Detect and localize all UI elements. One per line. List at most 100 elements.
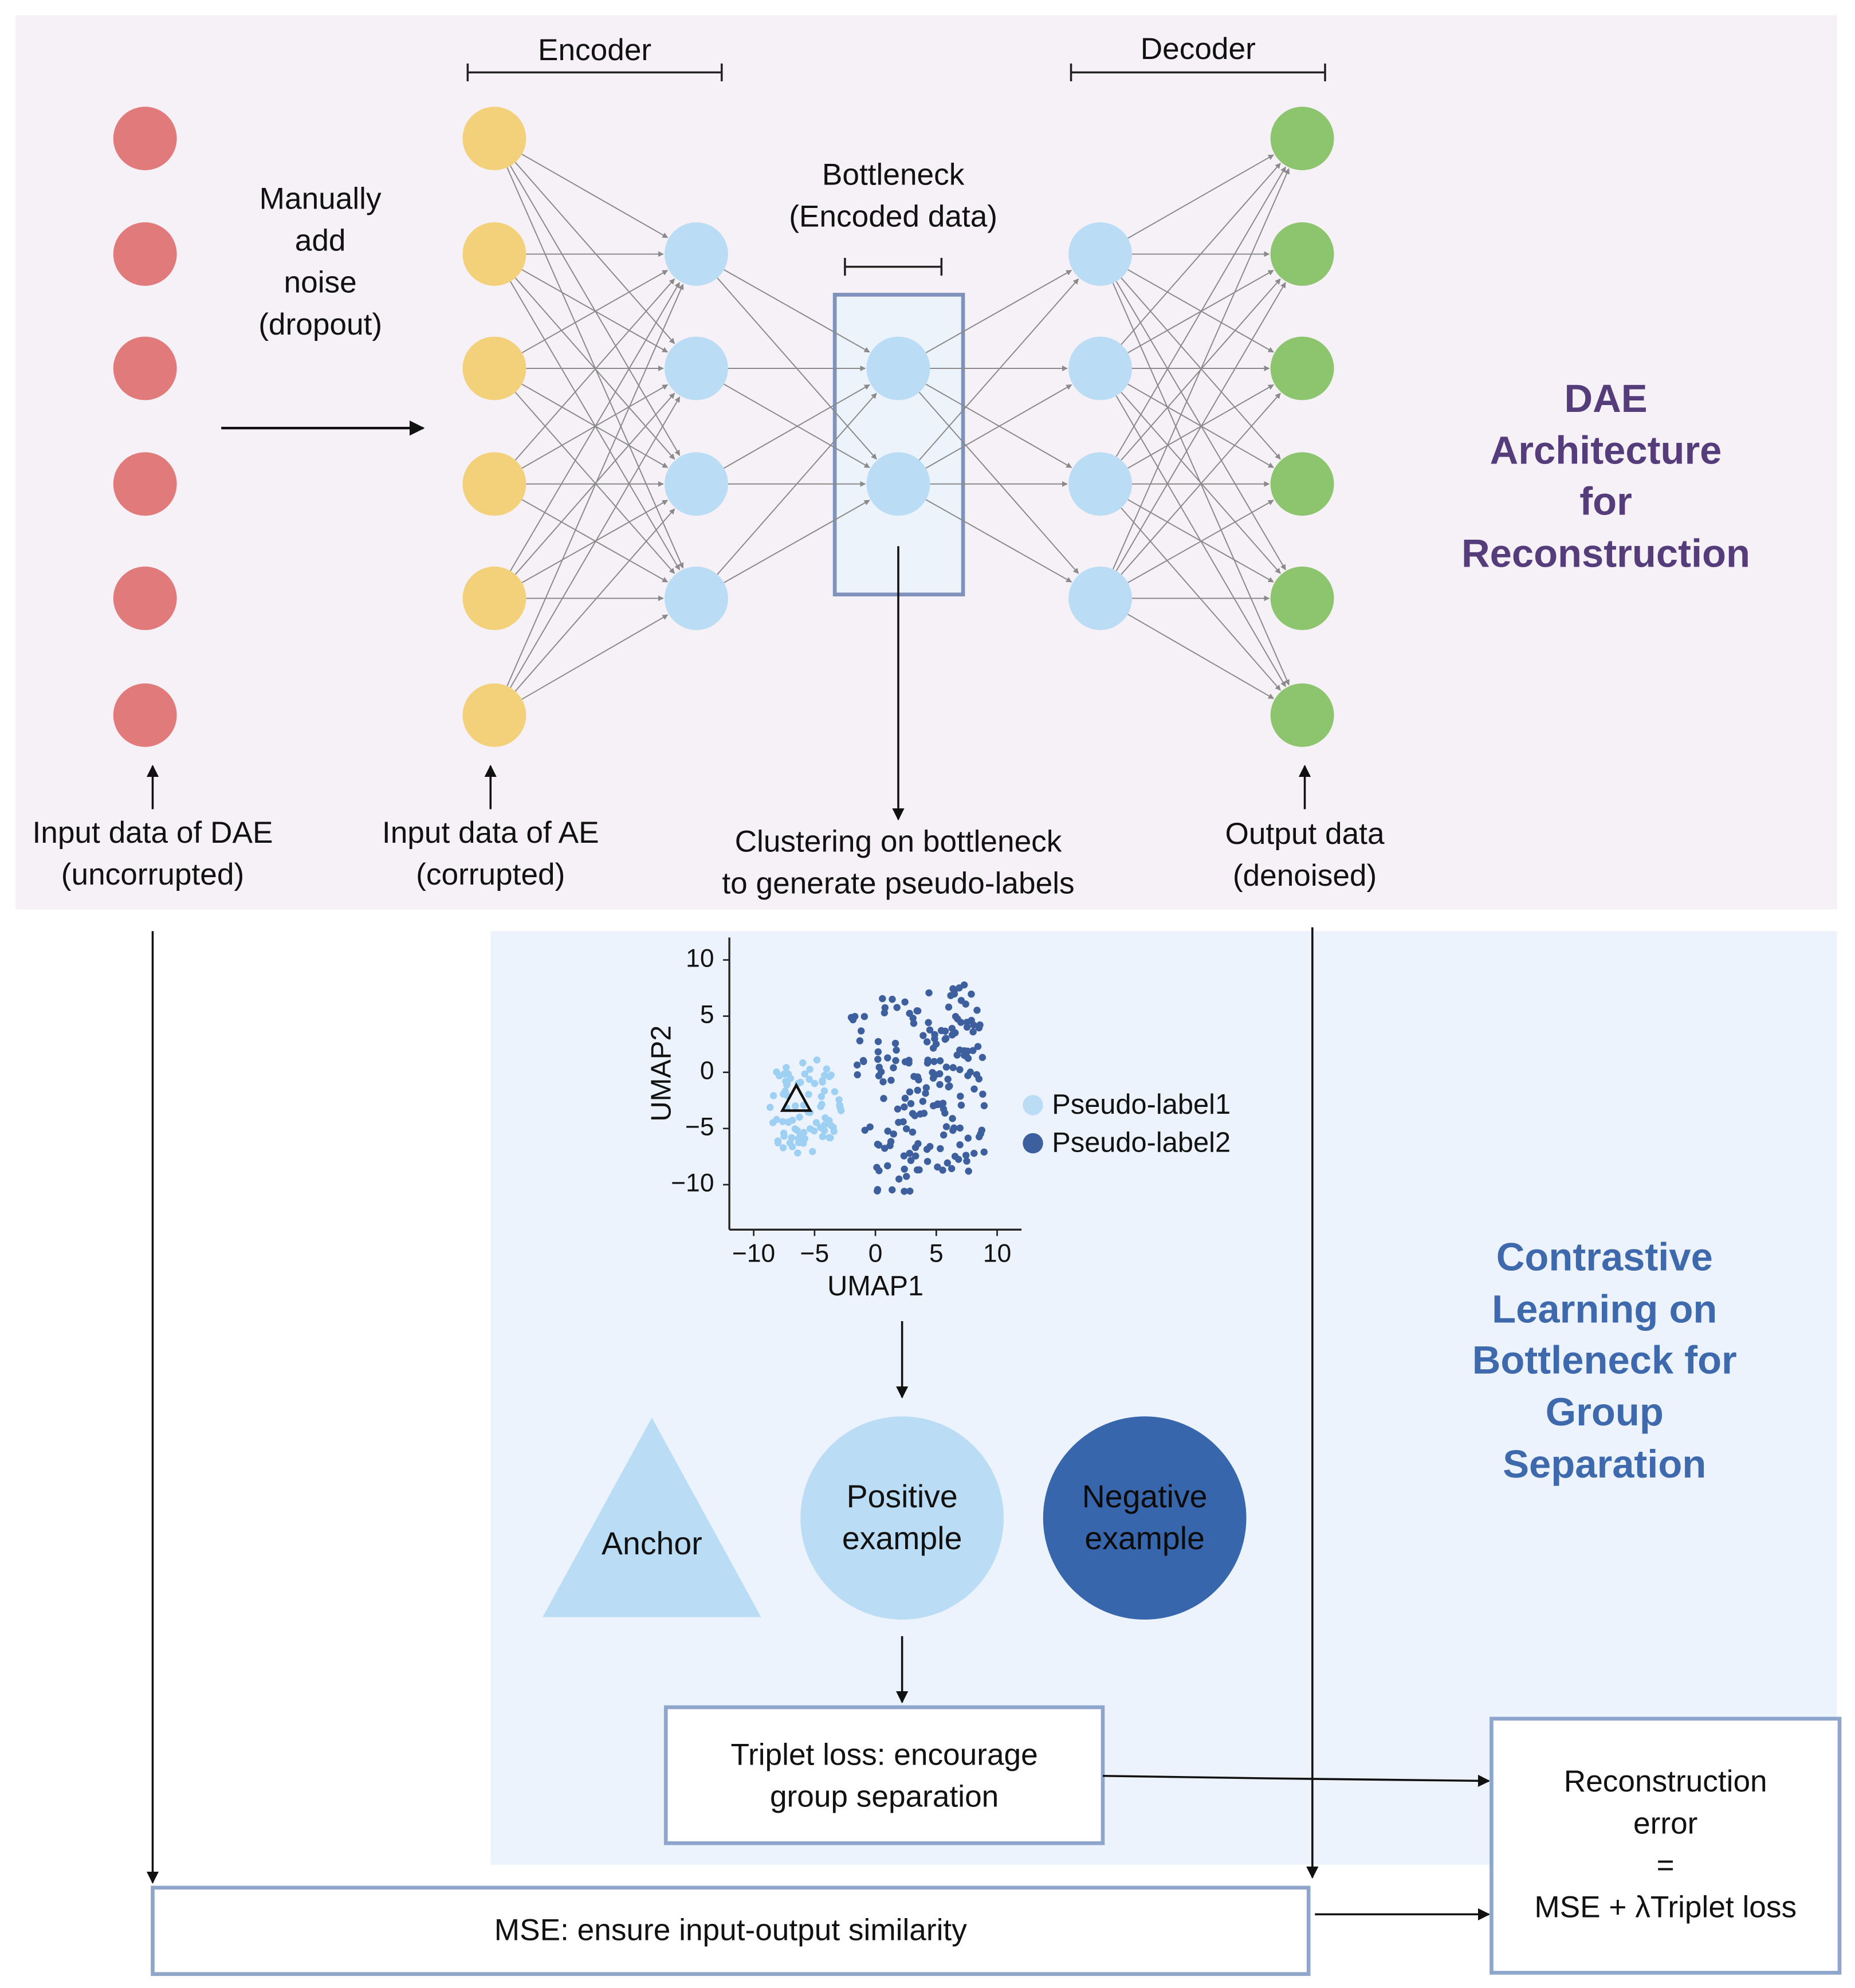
pseudo-label1-point xyxy=(806,1066,813,1073)
pseudo-label2-point xyxy=(859,1056,867,1064)
network-edge xyxy=(1121,507,1281,691)
pseudo-label1-point xyxy=(818,1093,825,1101)
pseudo-label1-point xyxy=(813,1056,821,1064)
pseudo-label2-point xyxy=(906,1187,914,1195)
network-edges xyxy=(506,154,1290,700)
pseudo-label2-point xyxy=(901,998,909,1006)
pseudo-label2-point xyxy=(887,1076,895,1084)
pseudo-label2-point xyxy=(963,1052,970,1060)
pseudo-label2-point xyxy=(919,1098,927,1105)
reconstruction-error-box xyxy=(1489,1716,1842,1975)
pseudo-label1-point xyxy=(822,1114,829,1122)
pseudo-label2-point xyxy=(941,1035,949,1043)
pseudo-label1-point xyxy=(783,1064,790,1071)
pseudo-label2-point xyxy=(970,1085,978,1093)
pseudo-label2-point xyxy=(963,1157,970,1165)
network-edge xyxy=(1121,392,1281,575)
output-node xyxy=(1270,566,1334,630)
pseudo-label2-point xyxy=(946,1082,953,1090)
pseudo-label1-point xyxy=(785,1118,792,1126)
bottleneck-node xyxy=(866,336,930,400)
pseudo-label1-point xyxy=(831,1088,839,1095)
input-ae-label-line1: Input data of AE xyxy=(382,816,599,850)
pseudo-label2-point xyxy=(853,1061,861,1069)
pseudo-label2-point xyxy=(892,1056,899,1064)
scatter-points xyxy=(766,981,988,1195)
pseudo-label2-point xyxy=(894,1105,902,1113)
pseudo-label1-point xyxy=(779,1144,787,1152)
output-node xyxy=(1270,683,1334,747)
pseudo-label1-point xyxy=(792,1102,799,1110)
pseudo-label1-point xyxy=(835,1096,843,1103)
pseudo-label2-point xyxy=(866,1123,874,1131)
y-tick-label: −10 xyxy=(671,1169,714,1197)
recon-label-line1: Reconstruction xyxy=(1564,1765,1767,1798)
network-edge xyxy=(506,167,684,569)
decoder-hidden-node xyxy=(1068,452,1132,516)
output-node xyxy=(1270,107,1334,171)
noise-label-line3: noise xyxy=(284,266,357,300)
pseudo-label2-point xyxy=(970,1149,978,1157)
pseudo-label2-point xyxy=(901,1094,909,1102)
pseudo-label2-point xyxy=(968,990,975,998)
pseudo-label2-point xyxy=(963,1019,971,1026)
pseudo-label1-point xyxy=(818,1101,826,1108)
pseudo-label2-point xyxy=(901,1058,909,1066)
network-edge xyxy=(925,499,1072,583)
pseudo-label2-point xyxy=(884,1162,891,1170)
cl-title-line2: Learning on xyxy=(1492,1287,1717,1331)
pseudo-label2-point xyxy=(939,1099,947,1107)
pseudo-label2-point xyxy=(849,1016,857,1024)
pseudo-label1-point xyxy=(791,1125,799,1133)
triplet-loss-box xyxy=(663,1705,1105,1845)
pseudo-label2-point xyxy=(962,1152,970,1159)
mse-box xyxy=(151,1885,1311,1976)
pseudo-label1-point xyxy=(781,1087,789,1095)
pseudo-label2-point xyxy=(890,1130,897,1138)
pseudo-label2-point xyxy=(973,1007,981,1014)
pseudo-label1-point xyxy=(799,1059,807,1067)
pseudo-label2-point xyxy=(949,1126,957,1134)
triplet-to-recon-arrow xyxy=(1102,1774,1491,1787)
pseudo-label2-point xyxy=(874,1038,882,1046)
network-edge xyxy=(1127,500,1274,583)
pseudo-label2-point xyxy=(891,1039,899,1047)
network-edge xyxy=(521,614,669,700)
network-edge xyxy=(521,500,669,583)
encoder-hidden-node xyxy=(665,452,728,516)
pseudo-label2-point xyxy=(948,1024,956,1032)
input-node xyxy=(113,683,177,747)
pseudo-label2-point xyxy=(942,1063,950,1071)
input-node xyxy=(113,452,177,516)
pseudo-label2-point xyxy=(923,1059,932,1067)
output-label-line2: (denoised) xyxy=(1233,859,1377,893)
network-edge xyxy=(1127,614,1275,700)
network-edge xyxy=(1121,163,1281,345)
pseudo-label2-point xyxy=(922,1090,929,1097)
pseudo-label2-point xyxy=(895,1175,903,1183)
pseudo-label2-point xyxy=(901,1188,908,1195)
pseudo-label2-point xyxy=(973,1071,981,1078)
pseudo-label1-point xyxy=(809,1148,816,1156)
pseudo-label2-point xyxy=(931,1031,938,1039)
pseudo-label2-point xyxy=(949,1115,956,1122)
network-edge xyxy=(918,278,1079,461)
pseudo-label2-point xyxy=(860,1013,868,1020)
clustering-label-line2: to generate pseudo-labels xyxy=(722,866,1074,900)
pseudo-label1-point xyxy=(797,1078,804,1086)
pseudo-label2-point xyxy=(936,1057,944,1064)
y-tick-label: 5 xyxy=(700,1000,714,1028)
pseudo-label2-point xyxy=(899,1118,907,1126)
pseudo-label2-point xyxy=(939,1166,946,1174)
pseudo-label1-point xyxy=(801,1070,808,1078)
pseudo-label2-point xyxy=(975,1024,983,1032)
contrastive-title: Contrastive Learning on Bottleneck for G… xyxy=(1472,1235,1737,1486)
pseudo-label2-point xyxy=(881,1004,889,1012)
dae-title-line4: Reconstruction xyxy=(1461,531,1750,575)
pseudo-label2-point xyxy=(969,1047,977,1054)
pseudo-label2-point xyxy=(874,1055,882,1063)
pseudo-label2-point xyxy=(874,1048,882,1056)
x-tick-label: 5 xyxy=(929,1239,944,1267)
pseudo-label1-point xyxy=(827,1071,835,1079)
pseudo-label2-point xyxy=(978,1054,987,1061)
